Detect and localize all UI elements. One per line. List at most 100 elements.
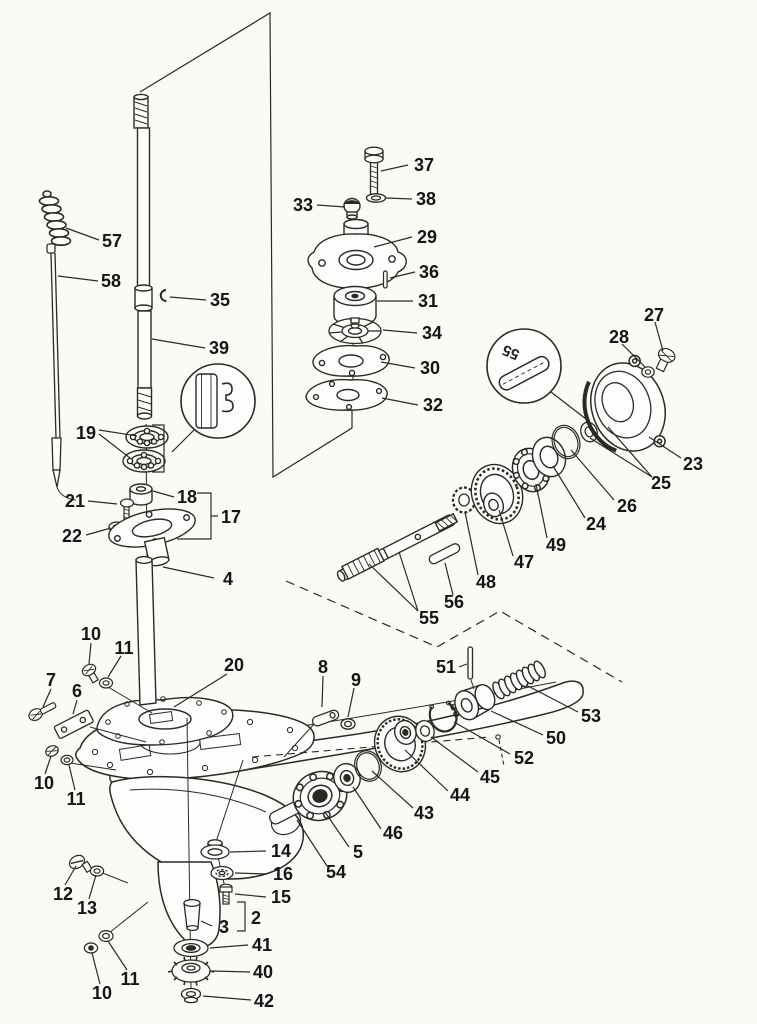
part-label-17: 17 xyxy=(221,507,241,527)
seal-25b xyxy=(580,421,598,443)
part-label-51: 51 xyxy=(436,657,456,677)
bracket-2 xyxy=(237,901,246,932)
nut-11c xyxy=(98,929,114,942)
gearcase-housing xyxy=(75,680,584,948)
bracket-17 xyxy=(177,492,218,540)
part-label-25: 25 xyxy=(651,473,671,493)
washer-28 xyxy=(641,366,655,378)
part-label-19: 19 xyxy=(76,423,96,443)
part-label-50: 50 xyxy=(546,728,566,748)
part-label-41: 41 xyxy=(252,935,272,955)
bearing-19b xyxy=(122,449,166,473)
part-label-39: 39 xyxy=(209,338,229,358)
part-label-33: 33 xyxy=(293,195,313,215)
nut-42 xyxy=(180,987,202,1004)
part-label-45: 45 xyxy=(480,767,500,787)
clutch-dog-50 xyxy=(449,683,496,721)
part-label-12: 12 xyxy=(53,884,73,904)
driveshaft-bearing-group xyxy=(108,425,196,706)
part-label-46: 46 xyxy=(383,823,403,843)
bolt-15 xyxy=(219,883,233,905)
part-label-38: 38 xyxy=(416,189,436,209)
part-label-9: 9 xyxy=(351,670,361,690)
pump-housing-29 xyxy=(307,218,407,293)
pin-36 xyxy=(382,270,388,289)
part-label-57: 57 xyxy=(102,231,122,251)
part-label-37: 37 xyxy=(414,155,434,175)
group-brackets xyxy=(152,424,246,932)
part-label-2: 2 xyxy=(251,908,261,928)
washer-45 xyxy=(415,720,435,742)
housing-body xyxy=(109,775,305,880)
detail-circle-pin-55 xyxy=(486,328,587,420)
washer-10c xyxy=(83,942,99,954)
bearing-clip-glyph xyxy=(221,382,234,413)
bolt-27 xyxy=(655,347,676,373)
forward-gear-47 xyxy=(470,463,524,525)
water-pump-assembly xyxy=(305,146,407,411)
part-label-32: 32 xyxy=(423,395,443,415)
part-label-53: 53 xyxy=(581,706,601,726)
part-label-22: 22 xyxy=(62,526,82,546)
gasket-plate-20 xyxy=(96,696,234,746)
screw-10b xyxy=(45,745,59,757)
part-label-6: 6 xyxy=(72,681,82,701)
clutch-group xyxy=(428,646,546,733)
prop-shaft-55 xyxy=(336,512,459,582)
nut-9 xyxy=(340,718,356,730)
pump-gasket-32 xyxy=(305,378,388,411)
part-label-26: 26 xyxy=(617,496,637,516)
part-label-18: 18 xyxy=(177,487,197,507)
part-label-13: 13 xyxy=(77,898,97,918)
part-label-14: 14 xyxy=(271,841,291,861)
part-label-23: 23 xyxy=(683,454,703,474)
cross-pin-51 xyxy=(467,646,474,680)
bolt-37 xyxy=(364,146,384,195)
detail-label-detail-55: 55 xyxy=(500,341,522,363)
detail-circle-bearing xyxy=(171,363,256,453)
screw-10a xyxy=(81,663,99,684)
oil-seal-18 xyxy=(129,483,153,506)
cap-33 xyxy=(343,197,361,220)
cartridge-31 xyxy=(333,285,377,327)
part-label-55: 55 xyxy=(419,608,439,628)
pump-plate-30 xyxy=(312,344,390,377)
washer-13 xyxy=(89,865,105,877)
part-label-16: 16 xyxy=(273,864,293,884)
bracket-19 xyxy=(152,424,165,473)
impeller-34 xyxy=(328,317,382,345)
part-label-28: 28 xyxy=(609,327,629,347)
thrust-washer-24 xyxy=(531,436,567,478)
bearing-carrier-17 xyxy=(108,508,196,567)
part-label-7: 7 xyxy=(46,670,56,690)
part-label-52: 52 xyxy=(514,748,534,768)
part-label-4: 4 xyxy=(223,569,233,589)
part-label-42: 42 xyxy=(254,991,274,1011)
forward-gear-train xyxy=(451,347,676,525)
part-label-48: 48 xyxy=(476,572,496,592)
part-label-5: 5 xyxy=(353,842,363,862)
part-label-43: 43 xyxy=(414,803,434,823)
group-leader-lines xyxy=(42,164,682,1001)
part-label-30: 30 xyxy=(420,358,440,378)
drive-shaft xyxy=(133,93,153,420)
part-label-58: 58 xyxy=(101,271,121,291)
nut-16 xyxy=(210,865,234,881)
left-fasteners xyxy=(28,663,114,954)
washer-41 xyxy=(173,938,209,958)
part-label-56: 56 xyxy=(444,592,464,612)
part-label-21: 21 xyxy=(65,491,85,511)
group-boundary-lines xyxy=(139,11,623,683)
part-label-49: 49 xyxy=(546,535,566,555)
plate-6 xyxy=(53,709,94,739)
retaining-ring-52 xyxy=(428,700,458,733)
driveshaft-tube-4 xyxy=(135,555,157,706)
anode-3 xyxy=(183,898,201,932)
part-label-40: 40 xyxy=(253,962,273,982)
part-label-35: 35 xyxy=(210,290,230,310)
screw-12 xyxy=(68,854,93,874)
drive-pin-56 xyxy=(428,543,461,565)
part-number-labels: 5758353919212218174101176201011121311103… xyxy=(34,155,703,1011)
part-label-47: 47 xyxy=(514,552,534,572)
